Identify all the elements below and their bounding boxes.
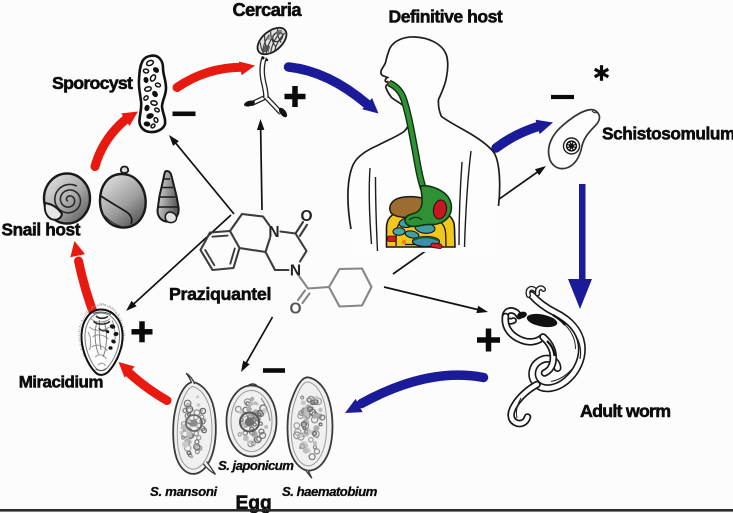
svg-text:Praziquantel: Praziquantel — [169, 284, 271, 304]
svg-text:N: N — [290, 263, 301, 280]
svg-text:O: O — [300, 208, 312, 225]
svg-text:Adult worm: Adult worm — [580, 401, 670, 421]
svg-text:Sporocyst: Sporocyst — [52, 73, 133, 93]
svg-text:S. japonicum: S. japonicum — [218, 458, 294, 473]
svg-text:Cercaria: Cercaria — [233, 0, 303, 20]
svg-text:S. mansoni: S. mansoni — [150, 484, 218, 499]
svg-text:N: N — [268, 224, 279, 241]
svg-text:Miracidium: Miracidium — [19, 372, 104, 391]
svg-text:O: O — [289, 301, 301, 318]
svg-text:S. haematobium: S. haematobium — [282, 484, 378, 499]
svg-text:Schistosomulum: Schistosomulum — [602, 124, 733, 144]
svg-text:Egg: Egg — [236, 493, 272, 513]
svg-text:Snail host: Snail host — [2, 220, 81, 240]
svg-text:Definitive host: Definitive host — [389, 7, 503, 27]
